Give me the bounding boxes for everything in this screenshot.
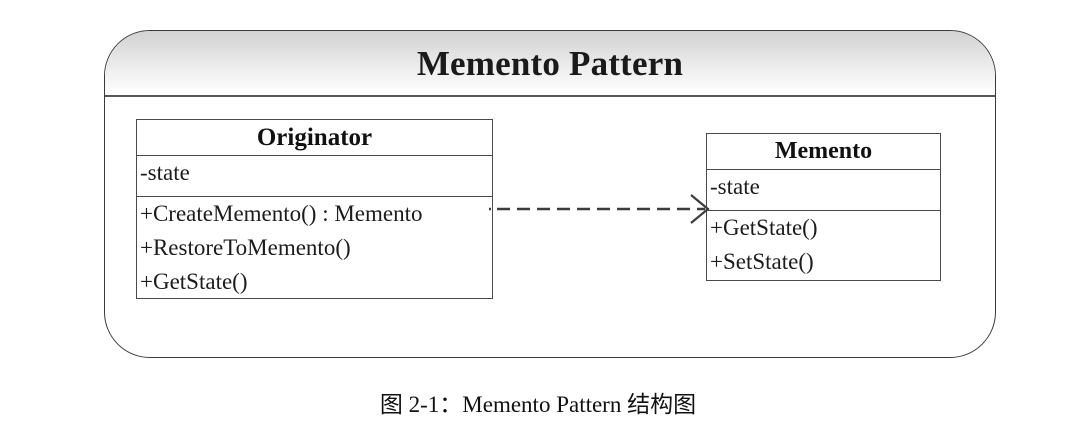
operation-row: +RestoreToMemento(): [140, 235, 351, 260]
uml-class-originator[interactable]: Originator -state +CreateMemento() : Mem…: [136, 119, 493, 299]
class-name-compartment: Originator: [137, 120, 492, 155]
attribute-row: -state: [710, 174, 760, 199]
open-arrowhead-icon: [690, 194, 710, 224]
pattern-title: Memento Pattern: [416, 43, 684, 83]
operation-row: +CreateMemento() : Memento: [140, 201, 423, 226]
attribute-row: -state: [140, 160, 190, 185]
dependency-arrow-originator-to-memento: [489, 194, 710, 224]
operation-row: +SetState(): [710, 249, 814, 274]
pattern-diagram-frame: Memento Pattern Originator -state +Creat…: [104, 30, 996, 358]
class-attributes-compartment: -state: [707, 169, 940, 210]
class-operations-compartment: +CreateMemento() : Memento +RestoreToMem…: [137, 196, 492, 299]
class-name-compartment: Memento: [707, 134, 940, 169]
figure-caption: 图 2-1：Memento Pattern 结构图: [379, 392, 697, 417]
uml-class-memento[interactable]: Memento -state +GetState() +SetState(): [706, 133, 941, 281]
pattern-header-band: Memento Pattern: [105, 31, 995, 97]
operation-row: +GetState(): [140, 269, 248, 294]
class-operations-compartment: +GetState() +SetState(): [707, 210, 940, 281]
operation-row: +GetState(): [710, 215, 818, 240]
class-name-memento: Memento: [774, 138, 873, 164]
class-attributes-compartment: -state: [137, 155, 492, 196]
class-name-originator: Originator: [256, 124, 373, 151]
